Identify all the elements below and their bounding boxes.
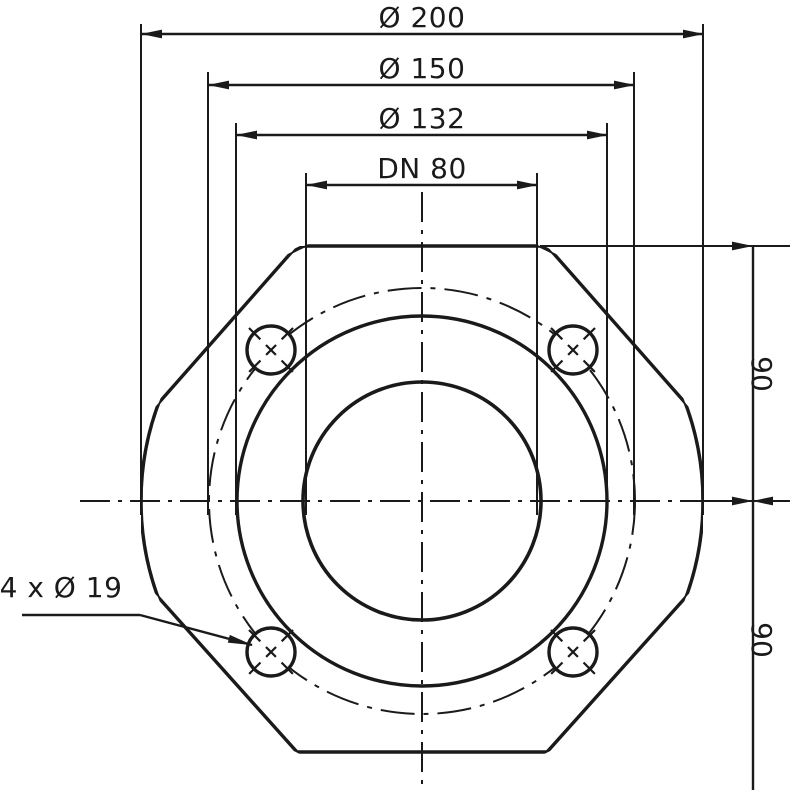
dim-label-nominal-bore: DN 80 [377,152,467,185]
bolt-hole-crosshair [248,327,294,373]
dim-label-height-upper: 90 [745,356,778,392]
bolt-hole-crosshair [550,629,596,675]
bolt-hole-bottom-right [547,626,599,678]
dim-label-outer-diameter: Ø 200 [379,1,466,34]
leader-angled-segment [139,613,253,647]
dim-label-bolt-hole-note: 4 x Ø 19 [0,571,122,604]
dim-label-bolt-circle-diameter: Ø 150 [379,52,466,85]
bolt-hole-top-left [245,324,297,376]
dim-label-height-lower: 90 [745,622,778,658]
bolt-hole-crosshair [248,629,294,675]
octagon-outline [141,244,703,754]
flange-body-outline [141,244,703,754]
bolt-hole-crosshair [550,327,596,373]
bolt-hole-bottom-left [245,626,297,678]
extension-lines-top [140,24,704,515]
bolt-hole-top-right [547,324,599,376]
dimension-lines [141,29,773,790]
dim-label-raised-face-diameter: Ø 132 [379,102,466,135]
bolt-note-leader [22,613,253,647]
